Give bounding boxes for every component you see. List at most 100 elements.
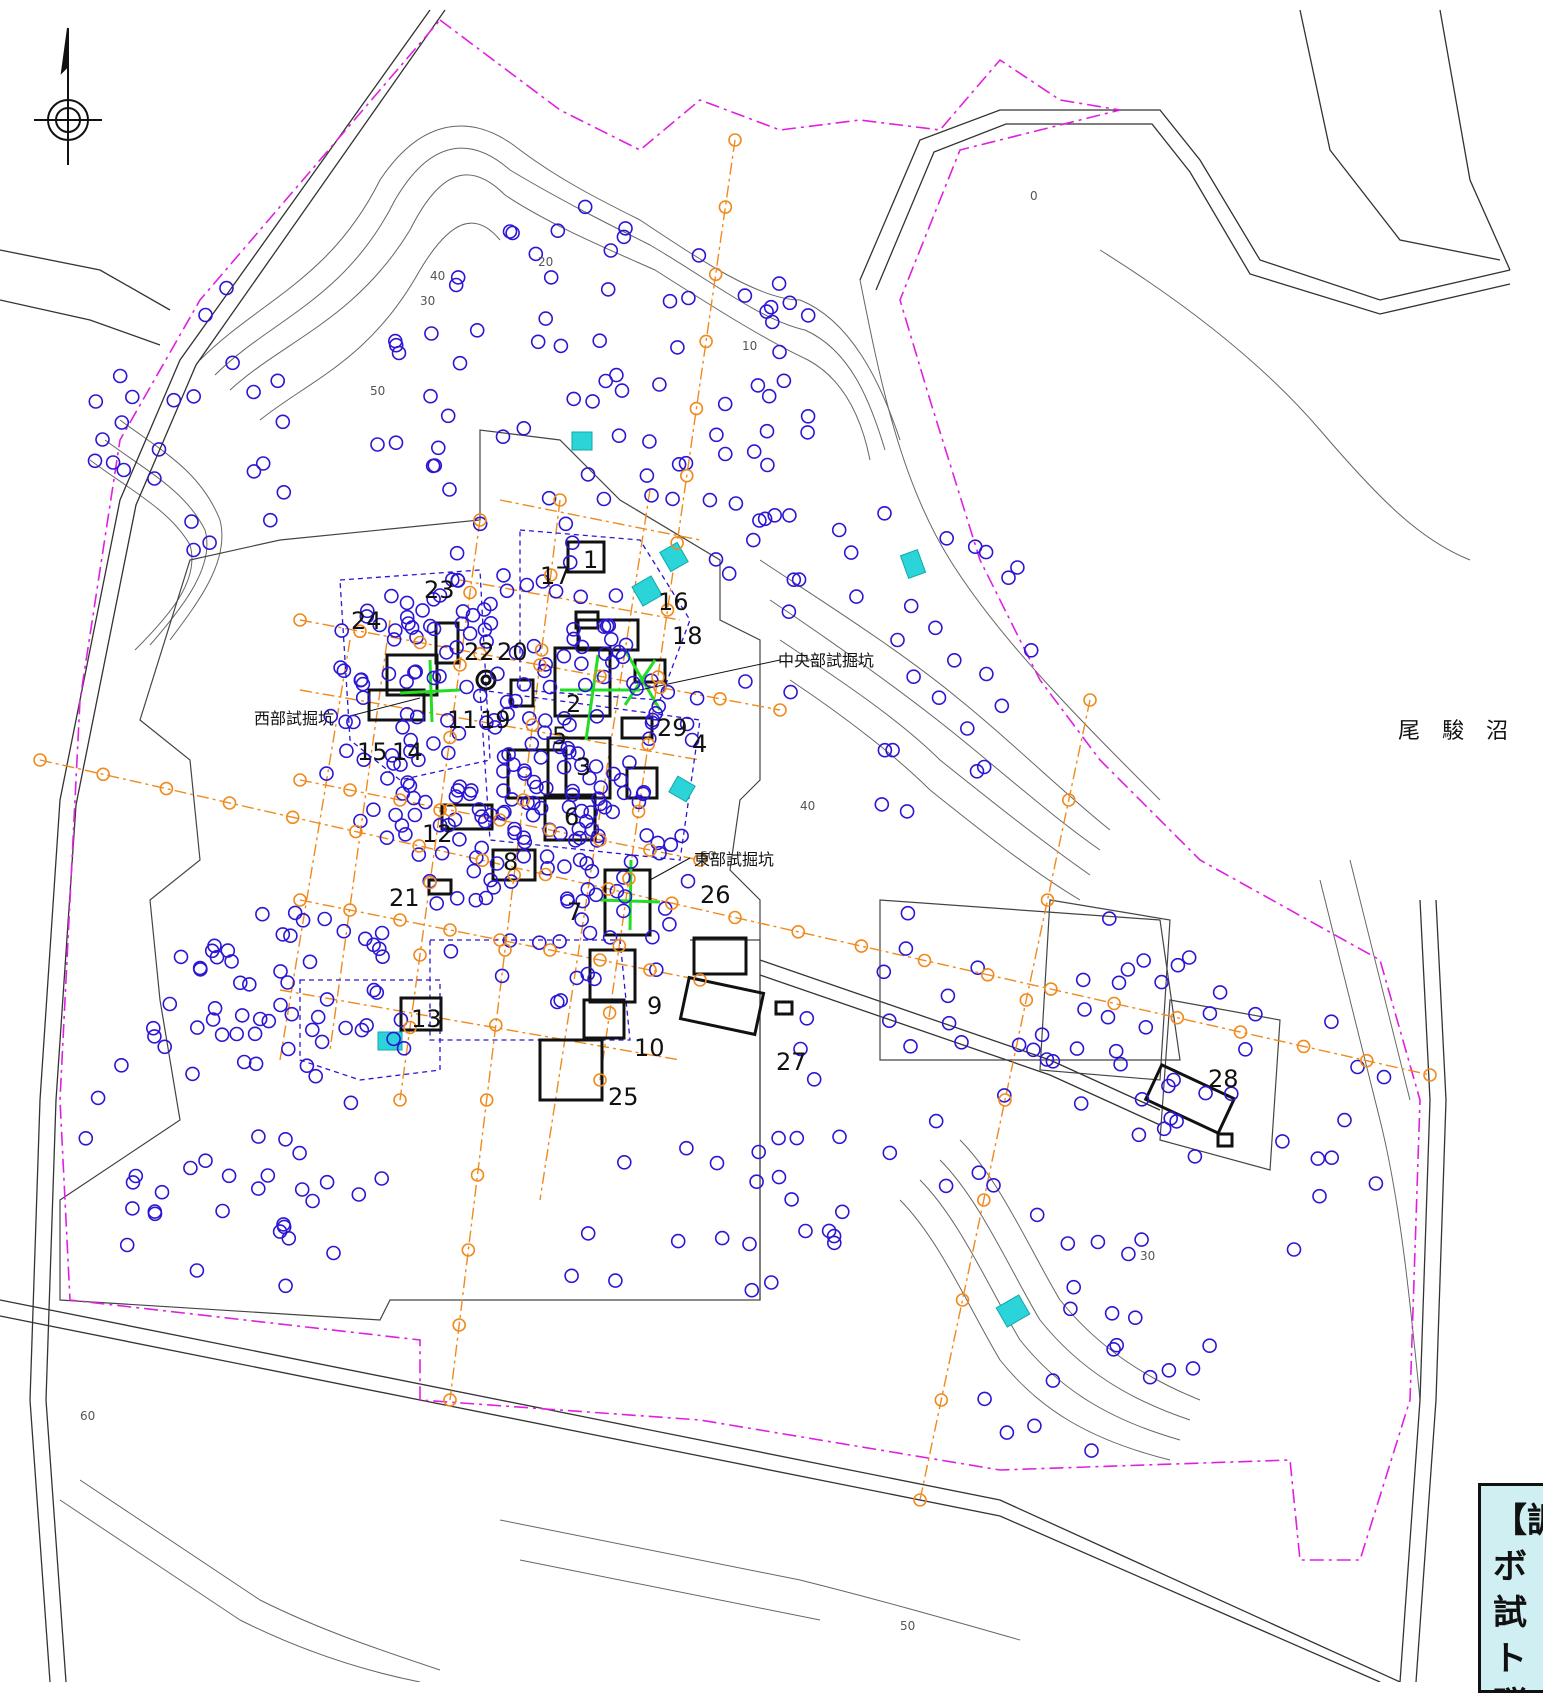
boring-point [323, 708, 339, 724]
contour-lines [59, 125, 1471, 1682]
grid-point [393, 793, 407, 807]
boring-point [346, 714, 361, 730]
boring-point [540, 860, 555, 876]
boring-point [443, 943, 459, 959]
boring-point [1337, 1112, 1352, 1128]
boring-point [970, 960, 986, 976]
contour-label: 60 [80, 1409, 95, 1423]
boring-point [786, 572, 802, 588]
boring-point [832, 1129, 847, 1145]
grid-point [728, 910, 742, 925]
boring-point [843, 545, 859, 560]
boring-point [517, 763, 532, 779]
boring-point [119, 1237, 135, 1253]
grid-point [791, 924, 806, 939]
structure-label: 7 [567, 898, 582, 926]
boring-point [184, 514, 199, 529]
boring-point [450, 270, 466, 285]
grid-point [461, 1243, 476, 1257]
boring-point [334, 623, 350, 638]
boring-point [215, 1203, 230, 1219]
boring-point [580, 1226, 596, 1241]
grid-point [1062, 793, 1076, 807]
contour-label: 40 [800, 799, 815, 813]
boring-point [849, 589, 864, 604]
trench [571, 431, 593, 451]
boring-point [831, 522, 847, 538]
boring-point [680, 873, 696, 889]
boring-point [641, 731, 657, 747]
boring-point [262, 512, 278, 528]
boring-point [351, 1187, 367, 1202]
boring-point [386, 632, 402, 647]
boring-point [219, 280, 234, 296]
boring-point [1161, 1363, 1177, 1378]
grid-point [1044, 982, 1058, 996]
boring-point [1202, 1006, 1218, 1021]
boring-point [387, 623, 403, 638]
grid-point [479, 1093, 494, 1107]
boring-point [246, 464, 262, 479]
grid-point [593, 833, 607, 847]
boring-point [366, 937, 381, 953]
structure-label: 9 [647, 992, 662, 1020]
boring-point [247, 1026, 263, 1042]
boring-point [1104, 1306, 1120, 1321]
boring-point [507, 821, 522, 837]
boring-point [495, 429, 511, 445]
grid-point [412, 839, 426, 853]
grid-point [498, 943, 512, 957]
boring-point [679, 1140, 694, 1156]
boring-point [229, 1026, 244, 1042]
boring-point [626, 675, 641, 691]
boring-point [454, 616, 470, 632]
boring-point [603, 243, 619, 258]
boring-point [1350, 1059, 1365, 1075]
boring-point [359, 1018, 374, 1033]
boring-point [275, 927, 291, 942]
boring-point [1202, 1338, 1217, 1353]
boring-point [589, 708, 605, 724]
boring-point [1324, 1150, 1339, 1165]
boring-point [1011, 1037, 1027, 1053]
boring-point [393, 757, 408, 772]
boring-point [399, 674, 414, 690]
boring-point [596, 669, 612, 685]
boring-point [977, 1391, 992, 1407]
boring-point [402, 778, 418, 794]
boring-point [221, 1168, 237, 1184]
boring-point [1026, 1042, 1041, 1058]
trench [899, 549, 927, 579]
boring-point [1286, 1242, 1302, 1257]
boring-point [969, 763, 985, 779]
boring-point [582, 925, 598, 941]
boring-point [573, 589, 589, 605]
contour-label: 0 [1030, 189, 1038, 203]
boring-point [166, 392, 182, 408]
boring-point [600, 282, 616, 297]
boring-point [1312, 1188, 1327, 1204]
boring-point [459, 679, 474, 695]
boring-point [526, 774, 542, 790]
boring-point [566, 391, 582, 407]
grid-point [343, 903, 357, 917]
structure-label: 24 [351, 607, 382, 635]
grid-point [1019, 993, 1034, 1007]
boring-point [971, 1165, 987, 1180]
trenches [377, 431, 1031, 1328]
boring-point [1106, 1342, 1121, 1357]
boring-point [526, 638, 542, 654]
boring-point [429, 896, 445, 911]
grid-point [525, 718, 540, 732]
boring-point [784, 1192, 799, 1207]
grid-point [718, 200, 733, 214]
structure-label: 21 [389, 884, 420, 912]
boring-point [193, 962, 208, 977]
boring-point [276, 484, 292, 500]
structure-label: 15 [357, 738, 388, 766]
boring-point [466, 863, 482, 879]
boring-point [745, 532, 761, 548]
boring-point [469, 322, 485, 338]
boring-point [441, 817, 456, 833]
